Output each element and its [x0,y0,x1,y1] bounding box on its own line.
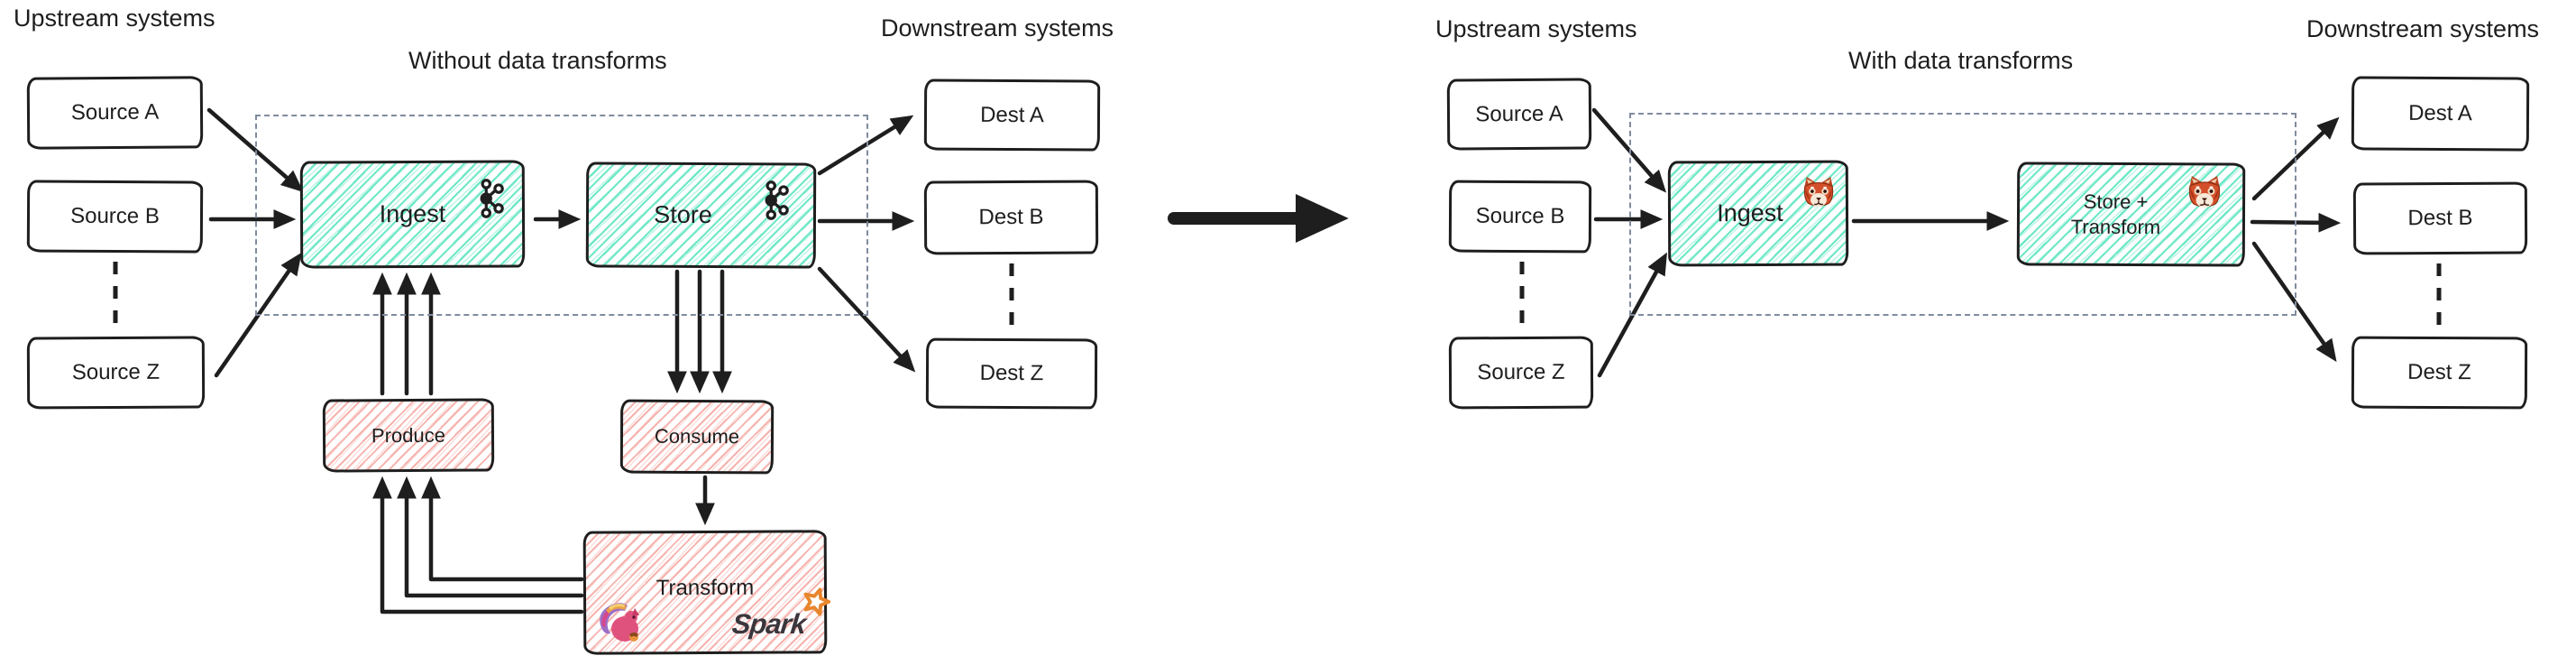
left-platform-boundary [255,115,868,316]
arrow-left-transform-produce-1 [372,476,584,614]
left-downstream-label: Downstream systems [881,14,1114,42]
left-store-label: Store [654,200,712,229]
right-upstream-label: Upstream systems [1435,15,1637,42]
left-produce-label: Produce [371,423,446,448]
left-dest-z-label: Dest Z [979,361,1044,386]
left-consume-box: Consume [619,399,775,475]
redpanda-icon [2188,176,2221,208]
right-ingest-label: Ingest [1717,199,1783,227]
kafka-icon [765,180,789,220]
right-dest-a-box: Dest A [2351,76,2530,152]
left-dest-b-box: Dest B [923,180,1099,255]
arrow-left-transform-produce-3 [421,476,584,582]
right-downstream-label: Downstream systems [2306,15,2540,42]
left-transform-label: Transform [655,575,755,600]
right-platform-boundary [1629,113,2296,316]
right-store-transform-label: Store + Transform [2071,189,2161,239]
spark-star-icon [803,587,831,616]
kafka-icon [480,179,504,218]
right-dest-z-box: Dest Z [2351,336,2528,410]
right-store-transform-line2: Transform [2070,215,2161,238]
left-dest-a-box: Dest A [923,79,1101,152]
left-dest-z-box: Dest Z [925,337,1098,410]
left-produce-box: Produce [322,398,495,473]
left-source-b-box: Source B [26,180,204,254]
left-consume-label: Consume [654,425,740,448]
spark-wordmark-text: Spark [730,608,808,640]
arrow-left-transform-produce-2 [397,476,584,598]
right-store-transform-line1: Store + [2083,189,2149,214]
right-source-b-label: Source B [1475,203,1565,229]
right-source-a-box: Source A [1446,78,1592,151]
right-source-a-label: Source A [1475,101,1563,127]
left-source-b-label: Source B [70,203,160,229]
left-source-z-box: Source Z [26,336,206,410]
right-source-z-box: Source Z [1448,336,1594,410]
right-dest-a-label: Dest A [2408,101,2472,126]
right-source-b-box: Source B [1448,180,1592,254]
left-title: Without data transforms [408,47,667,74]
right-dest-z-label: Dest Z [2407,360,2471,385]
left-dest-a-label: Dest A [980,102,1044,127]
left-ingest-label: Ingest [379,199,446,228]
right-dest-b-label: Dest B [2407,206,2473,231]
left-upstream-label: Upstream systems [14,5,215,32]
left-source-a-box: Source A [26,76,204,150]
redpanda-icon [1803,176,1834,208]
flink-icon [600,603,639,642]
left-source-a-label: Source A [70,99,160,125]
left-source-z-label: Source Z [71,359,160,385]
right-title: With data transforms [1848,47,2074,74]
right-dest-b-box: Dest B [2352,181,2528,255]
spark-logo: Spark [730,587,831,641]
right-source-z-label: Source Z [1477,359,1565,385]
left-dest-b-label: Dest B [978,205,1044,230]
